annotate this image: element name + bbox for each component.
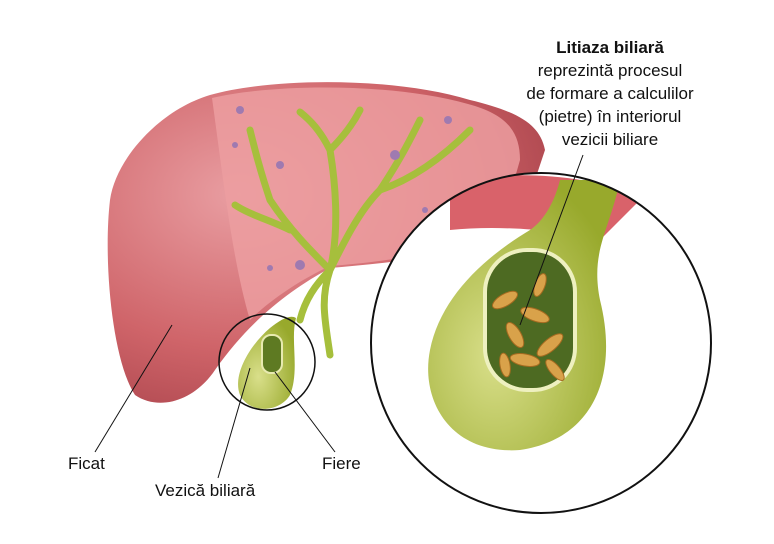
caption-title: Litiaza biliară <box>556 38 664 57</box>
caption-line: de formare a calculilor <box>526 84 694 103</box>
caption-line: reprezintă procesul <box>537 61 683 80</box>
leader-lines <box>94 154 584 479</box>
label-liver: Ficat <box>68 454 105 473</box>
gallstones <box>492 273 565 381</box>
label-gallbladder: Vezică biliară <box>155 481 256 500</box>
magnifier-small-circle <box>218 313 316 411</box>
bile-ducts <box>231 106 474 359</box>
caption-line: (pietre) în interiorul <box>538 107 682 126</box>
caption-line: vezicii biliare <box>561 130 659 149</box>
liver-cells <box>232 106 452 271</box>
caption: Litiaza biliară reprezintă procesul de f… <box>500 36 720 151</box>
magnifier-large-circle <box>370 172 712 514</box>
label-bile: Fiere <box>322 454 361 473</box>
